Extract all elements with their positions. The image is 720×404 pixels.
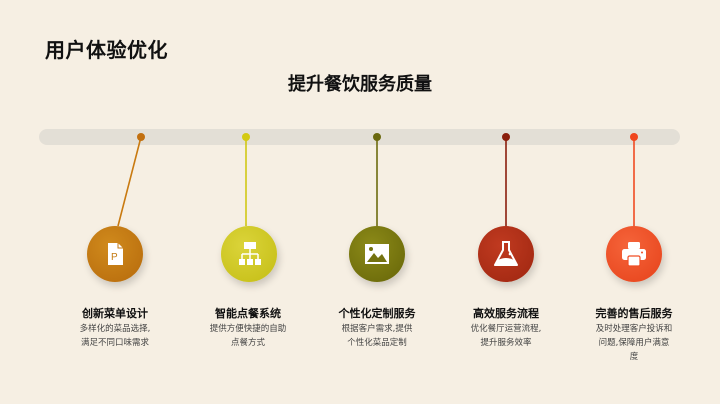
description-line: 根据客户需求,提供 bbox=[341, 324, 413, 334]
description-line: 多样化的菜品选择, bbox=[79, 324, 151, 334]
circle-menu-design: P bbox=[87, 226, 143, 282]
circle-smart-ordering bbox=[221, 226, 277, 282]
description-line: 点餐方式 bbox=[230, 338, 265, 348]
description-line: 满足不同口味需求 bbox=[80, 338, 149, 348]
hierarchy-icon bbox=[239, 242, 261, 265]
description-line: 提升服务效率 bbox=[480, 338, 532, 348]
item-description: 根据客户需求,提供 个性化菜品定制 bbox=[318, 322, 436, 350]
description-line: 优化餐厅运营流程, bbox=[470, 324, 542, 334]
page-title: 用户体验优化 bbox=[45, 38, 168, 62]
page-subtitle: 提升餐饮服务质量 bbox=[288, 74, 432, 95]
circle-custom-service bbox=[349, 226, 405, 282]
item-label: 个性化定制服务 bbox=[338, 307, 416, 320]
circle-efficient-process bbox=[478, 226, 534, 282]
item-label: 完善的售后服务 bbox=[595, 307, 673, 320]
image-icon bbox=[365, 244, 389, 264]
item-description: 优化餐厅运营流程, 提升服务效率 bbox=[447, 322, 565, 350]
item-label: 创新菜单设计 bbox=[82, 307, 148, 320]
flask-icon bbox=[494, 241, 518, 266]
description-line: 提供方便快捷的自助 bbox=[209, 324, 287, 334]
svg-text:P: P bbox=[111, 252, 118, 263]
timeline-track bbox=[39, 129, 680, 145]
item-description: 及时处理客户投诉和 问题,保障用户满意 度 bbox=[575, 322, 693, 364]
description-line: 问题,保障用户满意 bbox=[598, 338, 670, 348]
printer-icon bbox=[622, 242, 646, 267]
description-line: 个性化菜品定制 bbox=[347, 338, 407, 348]
item-description: 多样化的菜品选择, 满足不同口味需求 bbox=[56, 322, 174, 350]
circle-after-sales bbox=[606, 226, 662, 282]
document-p-icon: P bbox=[108, 243, 123, 265]
description-line: 及时处理客户投诉和 bbox=[595, 324, 673, 334]
item-label: 高效服务流程 bbox=[473, 307, 539, 320]
item-description: 提供方便快捷的自助 点餐方式 bbox=[189, 322, 307, 350]
description-line: 度 bbox=[629, 352, 639, 362]
item-label: 智能点餐系统 bbox=[215, 307, 281, 320]
